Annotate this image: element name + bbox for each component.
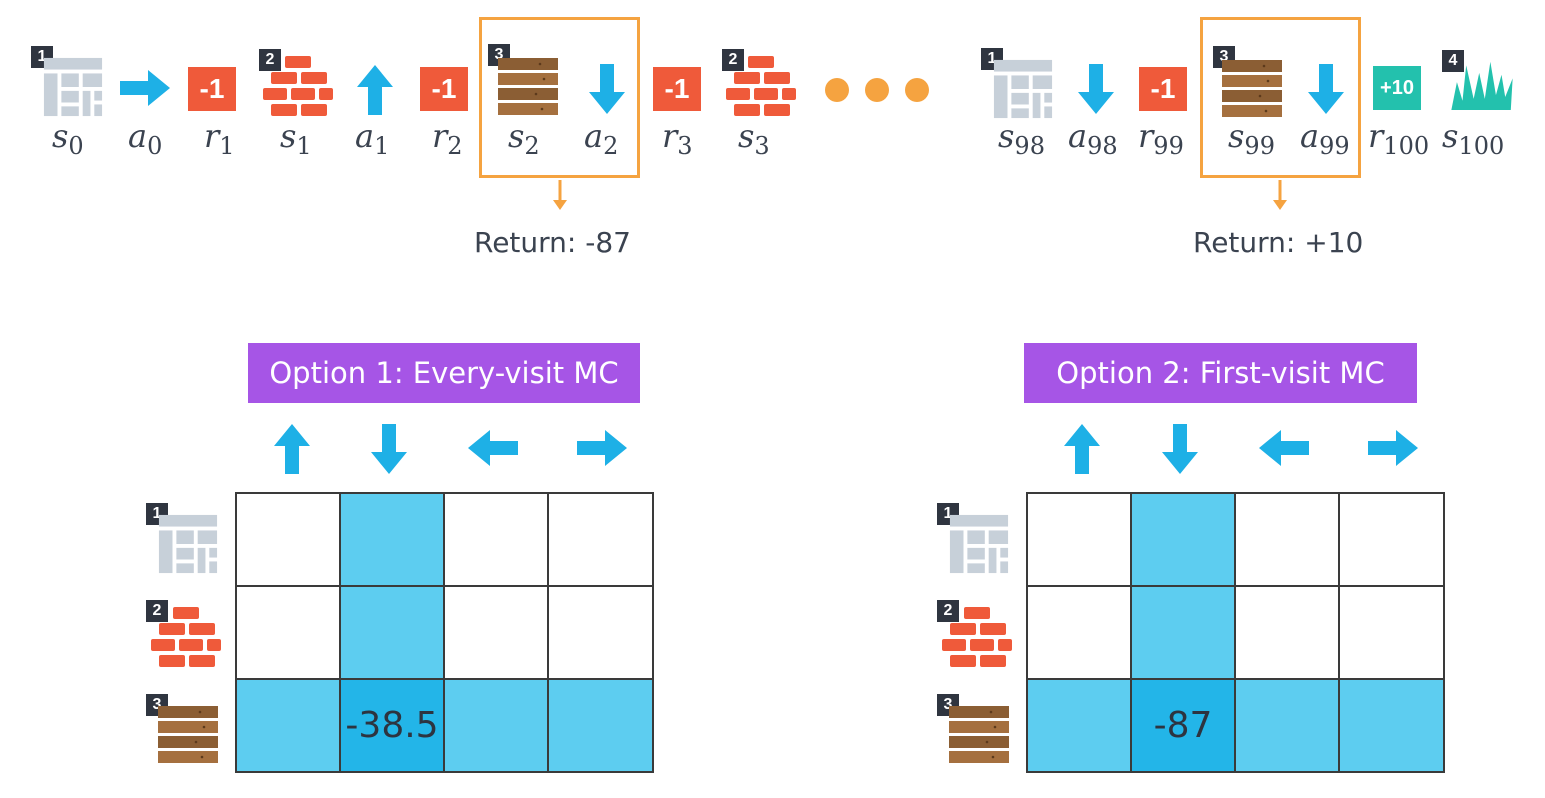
arrow-up-icon: [1062, 424, 1102, 474]
wood-planks-icon: [496, 56, 560, 116]
q-cell: [1026, 492, 1132, 587]
reward-box: -1: [420, 67, 468, 111]
q-cell: [339, 585, 445, 680]
q-cell: [1130, 492, 1236, 587]
chevron-down-icon: [550, 178, 570, 212]
arrow-up-icon: [355, 65, 395, 115]
table-title: Option 2: First-visit MC: [1024, 343, 1417, 403]
reward-box: -1: [188, 67, 236, 111]
arrow-down-icon: [1306, 64, 1346, 114]
state-badge: 2: [722, 49, 744, 71]
state-badge: 2: [937, 600, 959, 622]
q-cell: [235, 492, 341, 587]
q-cell-highlight: -87: [1130, 678, 1236, 773]
symbol-r2: r2: [432, 117, 463, 160]
arrow-right-icon: [577, 428, 627, 468]
state-badge: 4: [1442, 50, 1464, 72]
brick-wall-icon: [942, 605, 1012, 669]
arrow-up-icon: [272, 424, 312, 474]
symbol-s100: s100: [1442, 117, 1505, 160]
symbol-s0: s0: [52, 117, 84, 160]
symbol-r1: r1: [204, 117, 235, 160]
arrow-down-icon: [587, 64, 627, 114]
state-badge: 2: [259, 49, 281, 71]
q-cell: [443, 678, 549, 773]
symbol-s98: s98: [998, 117, 1045, 160]
q-cell: [547, 585, 654, 680]
q-cell: [443, 492, 549, 587]
building-icon: [42, 56, 104, 118]
brick-wall-icon: [263, 54, 333, 118]
grass-icon: [1447, 58, 1517, 110]
q-cell: [1338, 678, 1445, 773]
symbol-s99: s99: [1228, 117, 1275, 160]
symbol-a2: a2: [584, 117, 619, 160]
q-cell: [1234, 585, 1340, 680]
building-icon: [992, 58, 1054, 120]
wood-planks-icon: [156, 704, 220, 764]
symbol-a1: a1: [355, 117, 390, 160]
q-cell: [235, 585, 341, 680]
symbol-r3: r3: [662, 117, 693, 160]
symbol-a99: a99: [1300, 117, 1350, 160]
wood-planks-icon: [947, 704, 1011, 764]
q-cell: [547, 492, 654, 587]
highlight-frame: [479, 17, 640, 178]
arrow-right-icon: [120, 68, 170, 108]
return-label: Return: +10: [1193, 226, 1364, 259]
q-cell: [339, 492, 445, 587]
symbol-a98: a98: [1068, 117, 1118, 160]
q-cell: [1130, 585, 1236, 680]
arrow-right-icon: [1368, 428, 1418, 468]
q-cell: [1026, 678, 1132, 773]
reward-box: +10: [1373, 66, 1421, 110]
table-title: Option 1: Every-visit MC: [248, 343, 640, 403]
symbol-r100: r100: [1368, 117, 1430, 160]
symbol-r99: r99: [1138, 117, 1184, 160]
arrow-down-icon: [1160, 424, 1200, 474]
reward-box: -1: [653, 67, 701, 111]
arrow-down-icon: [369, 424, 409, 474]
symbol-s3: s3: [738, 117, 770, 160]
symbol-s1: s1: [280, 117, 312, 160]
q-cell: [1234, 678, 1340, 773]
building-icon: [157, 513, 219, 575]
q-cell: [547, 678, 654, 773]
building-icon: [948, 513, 1010, 575]
arrow-left-icon: [468, 428, 518, 468]
q-cell: [1234, 492, 1340, 587]
arrow-down-icon: [1076, 64, 1116, 114]
symbol-a0: a0: [128, 117, 163, 160]
q-cell: [1338, 585, 1445, 680]
wood-planks-icon: [1220, 58, 1284, 118]
q-cell: [443, 585, 549, 680]
return-label: Return: -87: [474, 226, 631, 259]
q-cell-highlight: -38.5: [339, 678, 445, 773]
brick-wall-icon: [151, 605, 221, 669]
highlight-frame: [1200, 17, 1361, 178]
q-cell: [1338, 492, 1445, 587]
q-cell: [235, 678, 341, 773]
symbol-s2: s2: [508, 117, 540, 160]
arrow-left-icon: [1259, 428, 1309, 468]
chevron-down-icon: [1270, 178, 1290, 212]
ellipsis-icon: [825, 78, 929, 102]
q-cell: [1026, 585, 1132, 680]
reward-box: -1: [1139, 67, 1187, 111]
state-badge: 2: [146, 600, 168, 622]
brick-wall-icon: [726, 54, 796, 118]
